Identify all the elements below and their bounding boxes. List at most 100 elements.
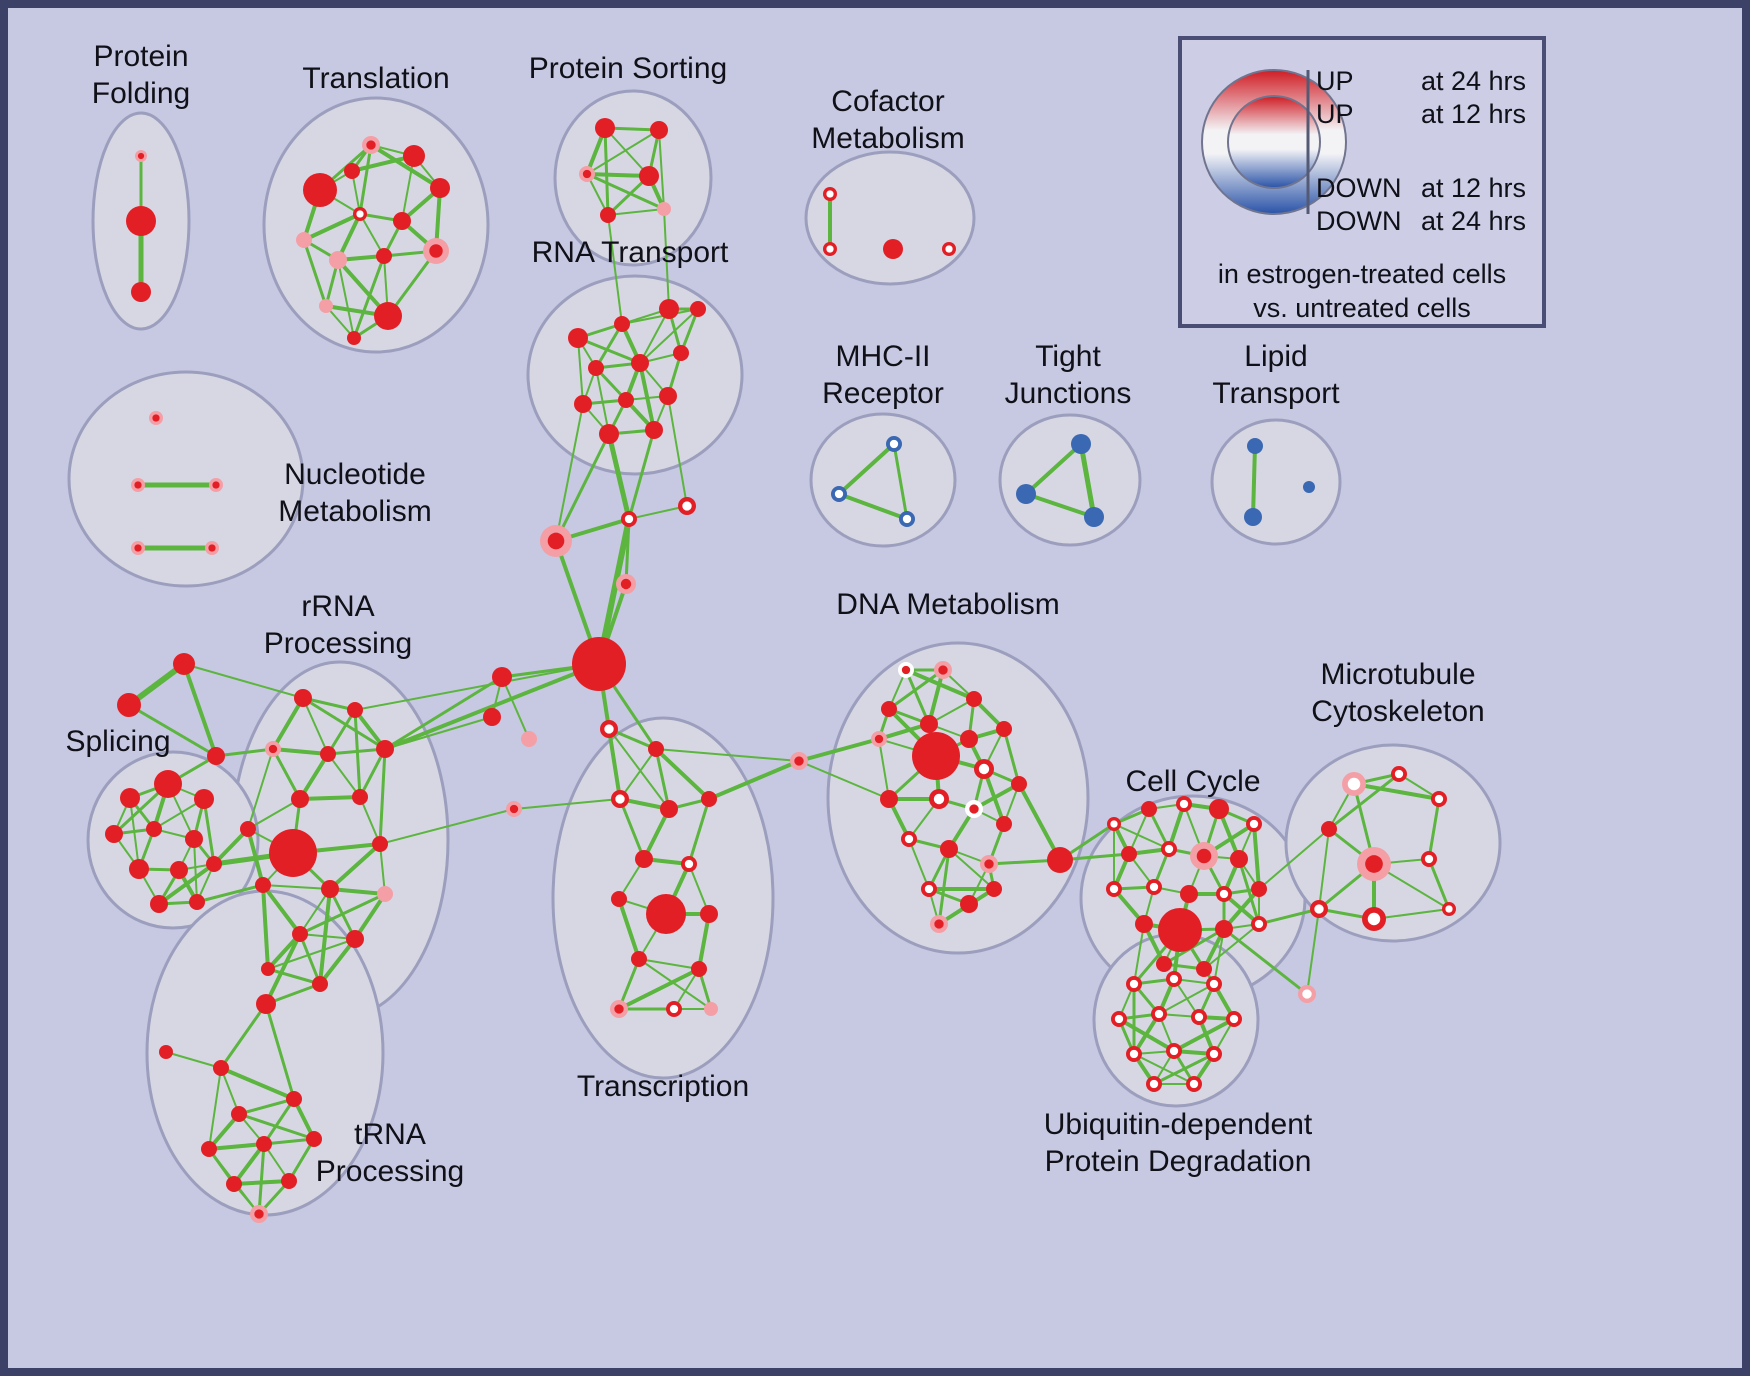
gene-node-core (509, 804, 519, 814)
edge (358, 748, 387, 798)
gene-node (639, 166, 659, 186)
edge (257, 1143, 266, 1215)
gene-node-core (212, 481, 220, 489)
link-edge (554, 433, 611, 542)
link-edge (1213, 928, 1225, 985)
gene-node-core (1129, 1049, 1139, 1059)
edge (271, 696, 305, 751)
gene-node (281, 1173, 297, 1189)
ring-12hrs (1227, 95, 1321, 189)
link-edge (1017, 783, 1062, 861)
gene-node (159, 1045, 173, 1059)
gene-node (631, 951, 647, 967)
edge (697, 913, 711, 970)
edge (1427, 858, 1451, 910)
gene-node-core (366, 140, 376, 150)
gene-node (105, 825, 123, 843)
gene-node (966, 691, 982, 707)
edge (1113, 823, 1170, 850)
gene-node (189, 894, 205, 910)
edge (642, 808, 671, 860)
legend-dir: DOWN (1316, 173, 1402, 203)
edge (628, 505, 688, 520)
edge (1002, 728, 1021, 785)
gene-node (347, 702, 363, 718)
gene-node (631, 354, 649, 372)
cluster-protein-sorting (553, 89, 713, 267)
gene-node (154, 770, 182, 798)
edge (267, 938, 356, 970)
edge (1024, 442, 1083, 496)
link-edge (196, 883, 264, 904)
legend-caption-line2: vs. untreated cells (1253, 293, 1471, 323)
gene-node-core (682, 501, 692, 511)
edge (401, 155, 415, 222)
gene-node (600, 207, 616, 223)
gene-node (150, 895, 168, 913)
gene-node-core (1445, 905, 1453, 913)
gene-node (286, 1091, 302, 1107)
link-edge (354, 663, 600, 711)
gene-node (194, 789, 214, 809)
gene-node (296, 232, 312, 248)
gene-node-core (978, 763, 990, 775)
network-canvas (67, 89, 1502, 1223)
link-edge (379, 808, 515, 845)
edge (329, 887, 386, 896)
gene-node (1011, 776, 1027, 792)
gene-node (291, 790, 309, 808)
gene-node-core (1424, 854, 1434, 864)
gene-node (960, 730, 978, 748)
gene-node (645, 421, 663, 439)
edge (208, 1142, 265, 1151)
edge (238, 1112, 315, 1141)
link-edge (212, 827, 250, 866)
cluster-lipid-transport (1210, 418, 1342, 546)
gene-node (213, 1060, 229, 1076)
legend-row-down-12: DOWN at 12 hrs (1316, 173, 1526, 203)
edge (1153, 1052, 1215, 1086)
gene-node (303, 173, 337, 207)
gene-node (185, 830, 203, 848)
gene-node (126, 206, 156, 236)
gene-node-core (826, 245, 834, 253)
edge (327, 747, 386, 756)
gene-node (269, 829, 317, 877)
edge (1133, 1053, 1195, 1085)
link-edge (708, 759, 800, 801)
edge (595, 367, 610, 435)
gene-node (1209, 799, 1229, 819)
gene-node-core (902, 514, 912, 524)
edge (608, 728, 670, 810)
link-edge (798, 737, 880, 763)
edge (353, 892, 387, 941)
gene-node (986, 881, 1002, 897)
link-edge (606, 433, 632, 520)
gene-node (1084, 507, 1104, 527)
edge (904, 669, 931, 725)
edge (327, 753, 361, 798)
edge (624, 518, 631, 585)
link-edge (513, 798, 621, 810)
gene-node (691, 961, 707, 977)
gene-node (294, 689, 312, 707)
legend-updown-rings-icon (1201, 69, 1347, 215)
edge (264, 1003, 296, 1100)
edge (359, 213, 385, 257)
link-edge (1223, 927, 1308, 996)
edge (654, 748, 671, 810)
gene-node-core (547, 532, 565, 550)
gene-node (1247, 438, 1263, 454)
gene-node (374, 302, 402, 330)
gene-node (372, 836, 388, 852)
edge (299, 888, 331, 935)
gene-node-core (826, 190, 834, 198)
edge (193, 838, 198, 903)
gene-node-core (1209, 1049, 1219, 1059)
gene-node (883, 239, 903, 259)
link-edge (607, 214, 623, 325)
gene-node (912, 732, 960, 780)
gene-node (1071, 434, 1091, 454)
gene-node-core (1149, 882, 1159, 892)
